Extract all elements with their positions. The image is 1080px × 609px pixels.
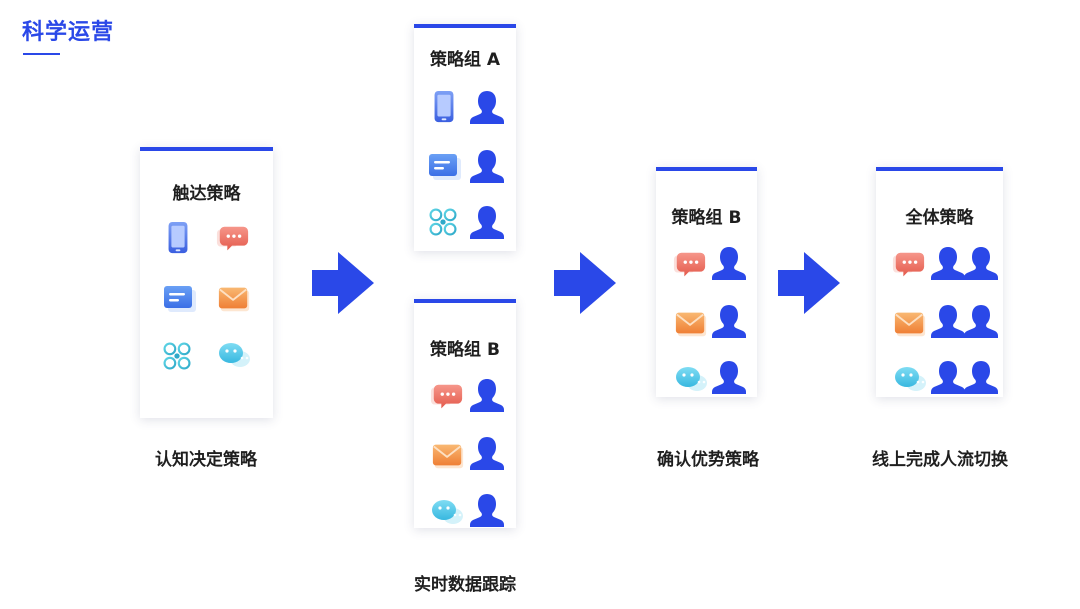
message-card-icon: [427, 150, 463, 182]
page-title: 科学运营: [22, 20, 115, 45]
mini-program-icon: [161, 340, 193, 372]
group-b-card: 策略组 B: [414, 299, 516, 528]
all-strategy-title: 全体策略: [905, 208, 974, 228]
person-icon: [930, 303, 966, 339]
mail-icon: [674, 307, 708, 339]
mail-icon: [893, 307, 927, 339]
person-icon: [963, 359, 999, 395]
flow-arrow-icon: [778, 252, 840, 314]
wechat-icon: [892, 363, 928, 395]
person-icon: [711, 303, 747, 339]
tracking-caption: 实时数据跟踪: [414, 575, 516, 595]
person-icon: [469, 204, 505, 240]
reach-strategy-caption: 认知决定策略: [155, 450, 257, 470]
phone-icon: [430, 90, 458, 124]
person-icon: [469, 148, 505, 184]
group-a-card: 策略组 A: [414, 24, 516, 251]
mail-icon: [431, 439, 465, 471]
chat-bubble-icon: [673, 249, 707, 281]
wechat-icon: [429, 496, 465, 528]
phone-icon: [164, 221, 192, 255]
person-icon: [469, 435, 505, 471]
all-strategy-card: 全体策略: [876, 167, 1003, 397]
person-icon: [963, 303, 999, 339]
chat-bubble-icon: [892, 249, 926, 281]
person-icon: [469, 377, 505, 413]
optimal-strategy-caption: 确认优势策略: [657, 450, 759, 470]
reach-strategy-card: 触达策略: [140, 147, 273, 418]
chat-bubble-icon: [430, 381, 464, 413]
group-a-title: 策略组 A: [429, 50, 501, 70]
person-icon: [711, 245, 747, 281]
mail-icon: [217, 282, 251, 314]
person-icon: [930, 359, 966, 395]
optimal-strategy-title: 策略组 B: [671, 208, 742, 228]
chat-bubble-icon: [216, 223, 250, 255]
flow-arrow-icon: [554, 252, 616, 314]
message-card-icon: [162, 282, 198, 314]
flow-arrow-icon: [312, 252, 374, 314]
optimal-strategy-card: 策略组 B: [656, 167, 757, 397]
mini-program-icon: [427, 206, 459, 238]
person-icon: [711, 359, 747, 395]
person-icon: [930, 245, 966, 281]
reach-strategy-title: 触达策略: [172, 184, 241, 204]
wechat-icon: [216, 339, 252, 371]
person-icon: [469, 89, 505, 125]
wechat-icon: [673, 363, 709, 395]
person-icon: [963, 245, 999, 281]
group-b-title: 策略组 B: [430, 340, 500, 360]
title-underline: [23, 53, 60, 55]
all-strategy-caption: 线上完成人流切换: [872, 450, 1008, 470]
person-icon: [469, 492, 505, 528]
